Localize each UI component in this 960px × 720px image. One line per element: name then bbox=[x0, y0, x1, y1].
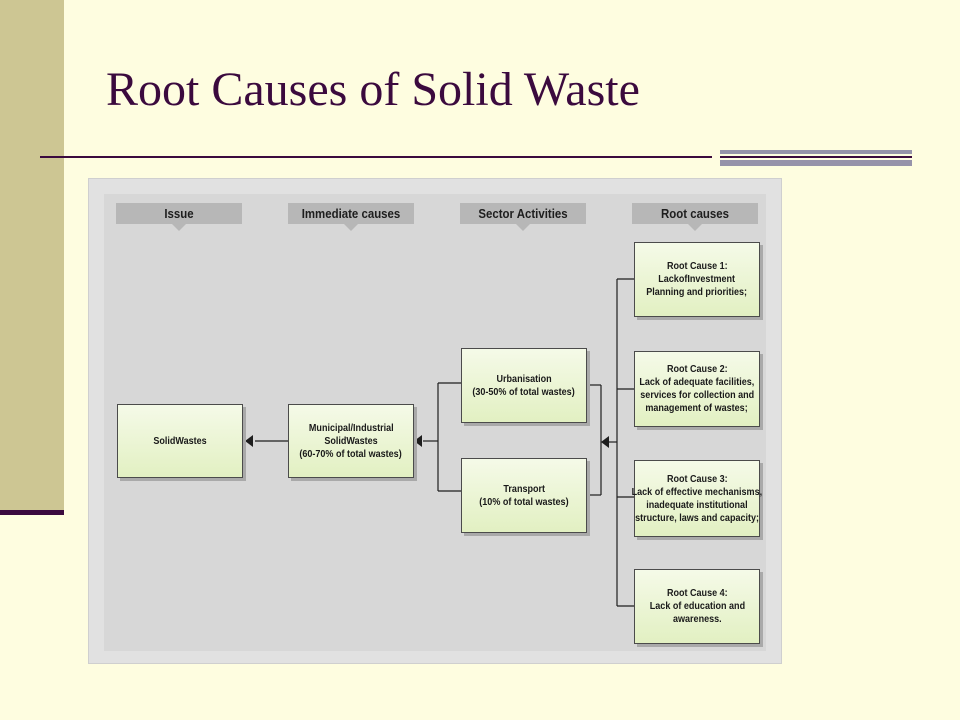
title-rule bbox=[40, 156, 712, 158]
diagram-panel: Issue Immediate causes Sector Activities… bbox=[88, 178, 782, 664]
node-root-cause-3: Root Cause 3: Lack of effective mechanis… bbox=[632, 460, 762, 537]
node-root-cause-4: Root Cause 4: Lack of education and awar… bbox=[634, 569, 760, 644]
sidebar-underline bbox=[0, 510, 64, 515]
title-rule-accent bbox=[720, 156, 912, 158]
column-header-sector-activities: Sector Activities bbox=[460, 203, 586, 231]
column-header-root-causes: Root causes bbox=[632, 203, 758, 231]
node-sector-urbanisation: Urbanisation (30-50% of total wastes) bbox=[461, 348, 587, 423]
node-sector-transport: Transport (10% of total wastes) bbox=[461, 458, 587, 533]
sidebar-band bbox=[0, 0, 64, 512]
column-header-issue: Issue bbox=[116, 203, 242, 231]
node-root-cause-2: Root Cause 2: Lack of adequate facilitie… bbox=[634, 351, 760, 427]
node-issue-solid-wastes: SolidWastes bbox=[117, 404, 243, 478]
slide-title: Root Causes of Solid Waste bbox=[106, 63, 640, 116]
node-immediate-cause: Municipal/Industrial SolidWastes (60-70%… bbox=[288, 404, 414, 478]
column-header-immediate-causes: Immediate causes bbox=[288, 203, 414, 231]
node-root-cause-1: Root Cause 1: LackofInvestment Planning … bbox=[634, 242, 760, 317]
title-rule-accent bbox=[720, 160, 912, 166]
title-rule-accent bbox=[720, 150, 912, 154]
